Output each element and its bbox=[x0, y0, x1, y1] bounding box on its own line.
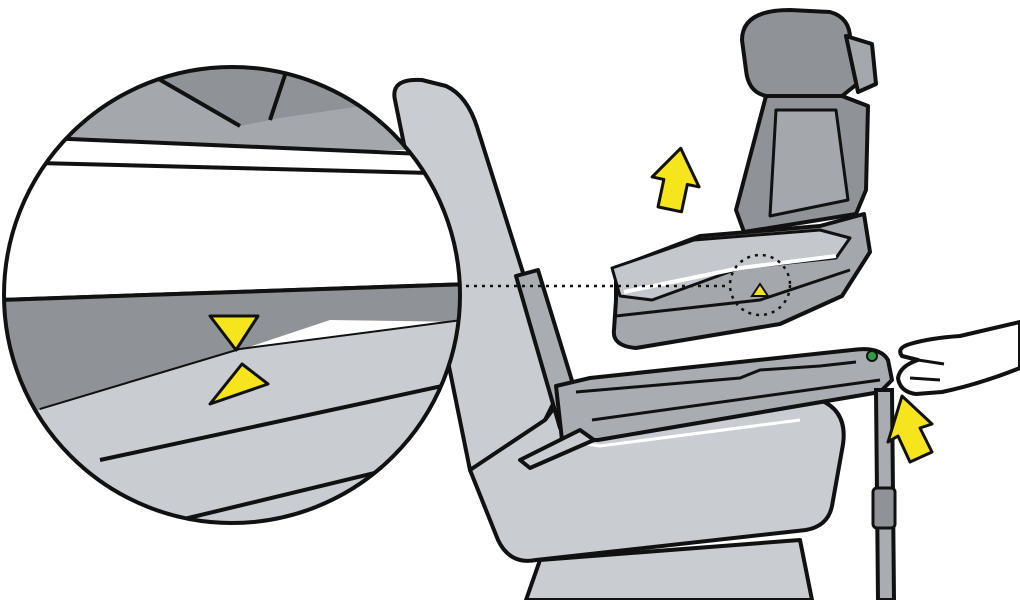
arrow-up-icon bbox=[886, 394, 934, 464]
base-rail-lower bbox=[591, 378, 881, 422]
highlight-circle bbox=[728, 253, 792, 317]
child-seat-stripe bbox=[623, 254, 837, 294]
arrow-up-icon bbox=[650, 146, 701, 214]
child-seat bbox=[610, 8, 878, 350]
zoom-circle-border bbox=[2, 65, 462, 525]
green-indicator bbox=[866, 350, 878, 362]
child-seat-headrest-wing bbox=[844, 34, 878, 94]
isofix-connector bbox=[518, 428, 596, 470]
child-seat-lower-band bbox=[615, 268, 851, 318]
load-leg-adjuster bbox=[871, 486, 897, 530]
base-platform bbox=[554, 347, 894, 442]
vehicle-seat-backrest bbox=[392, 77, 562, 472]
vehicle-seat-lower bbox=[524, 538, 814, 600]
child-seat-headrest bbox=[740, 8, 864, 98]
zoom-detail bbox=[2, 65, 462, 525]
triangle-markers-icon bbox=[208, 314, 270, 406]
hand-icon bbox=[896, 320, 1020, 396]
child-seat-inner-back bbox=[768, 108, 850, 218]
seat-yellow-indicator bbox=[750, 282, 770, 297]
base-rail bbox=[575, 360, 857, 394]
zoom-cushion bbox=[4, 136, 460, 300]
zoom-base bbox=[4, 320, 460, 523]
